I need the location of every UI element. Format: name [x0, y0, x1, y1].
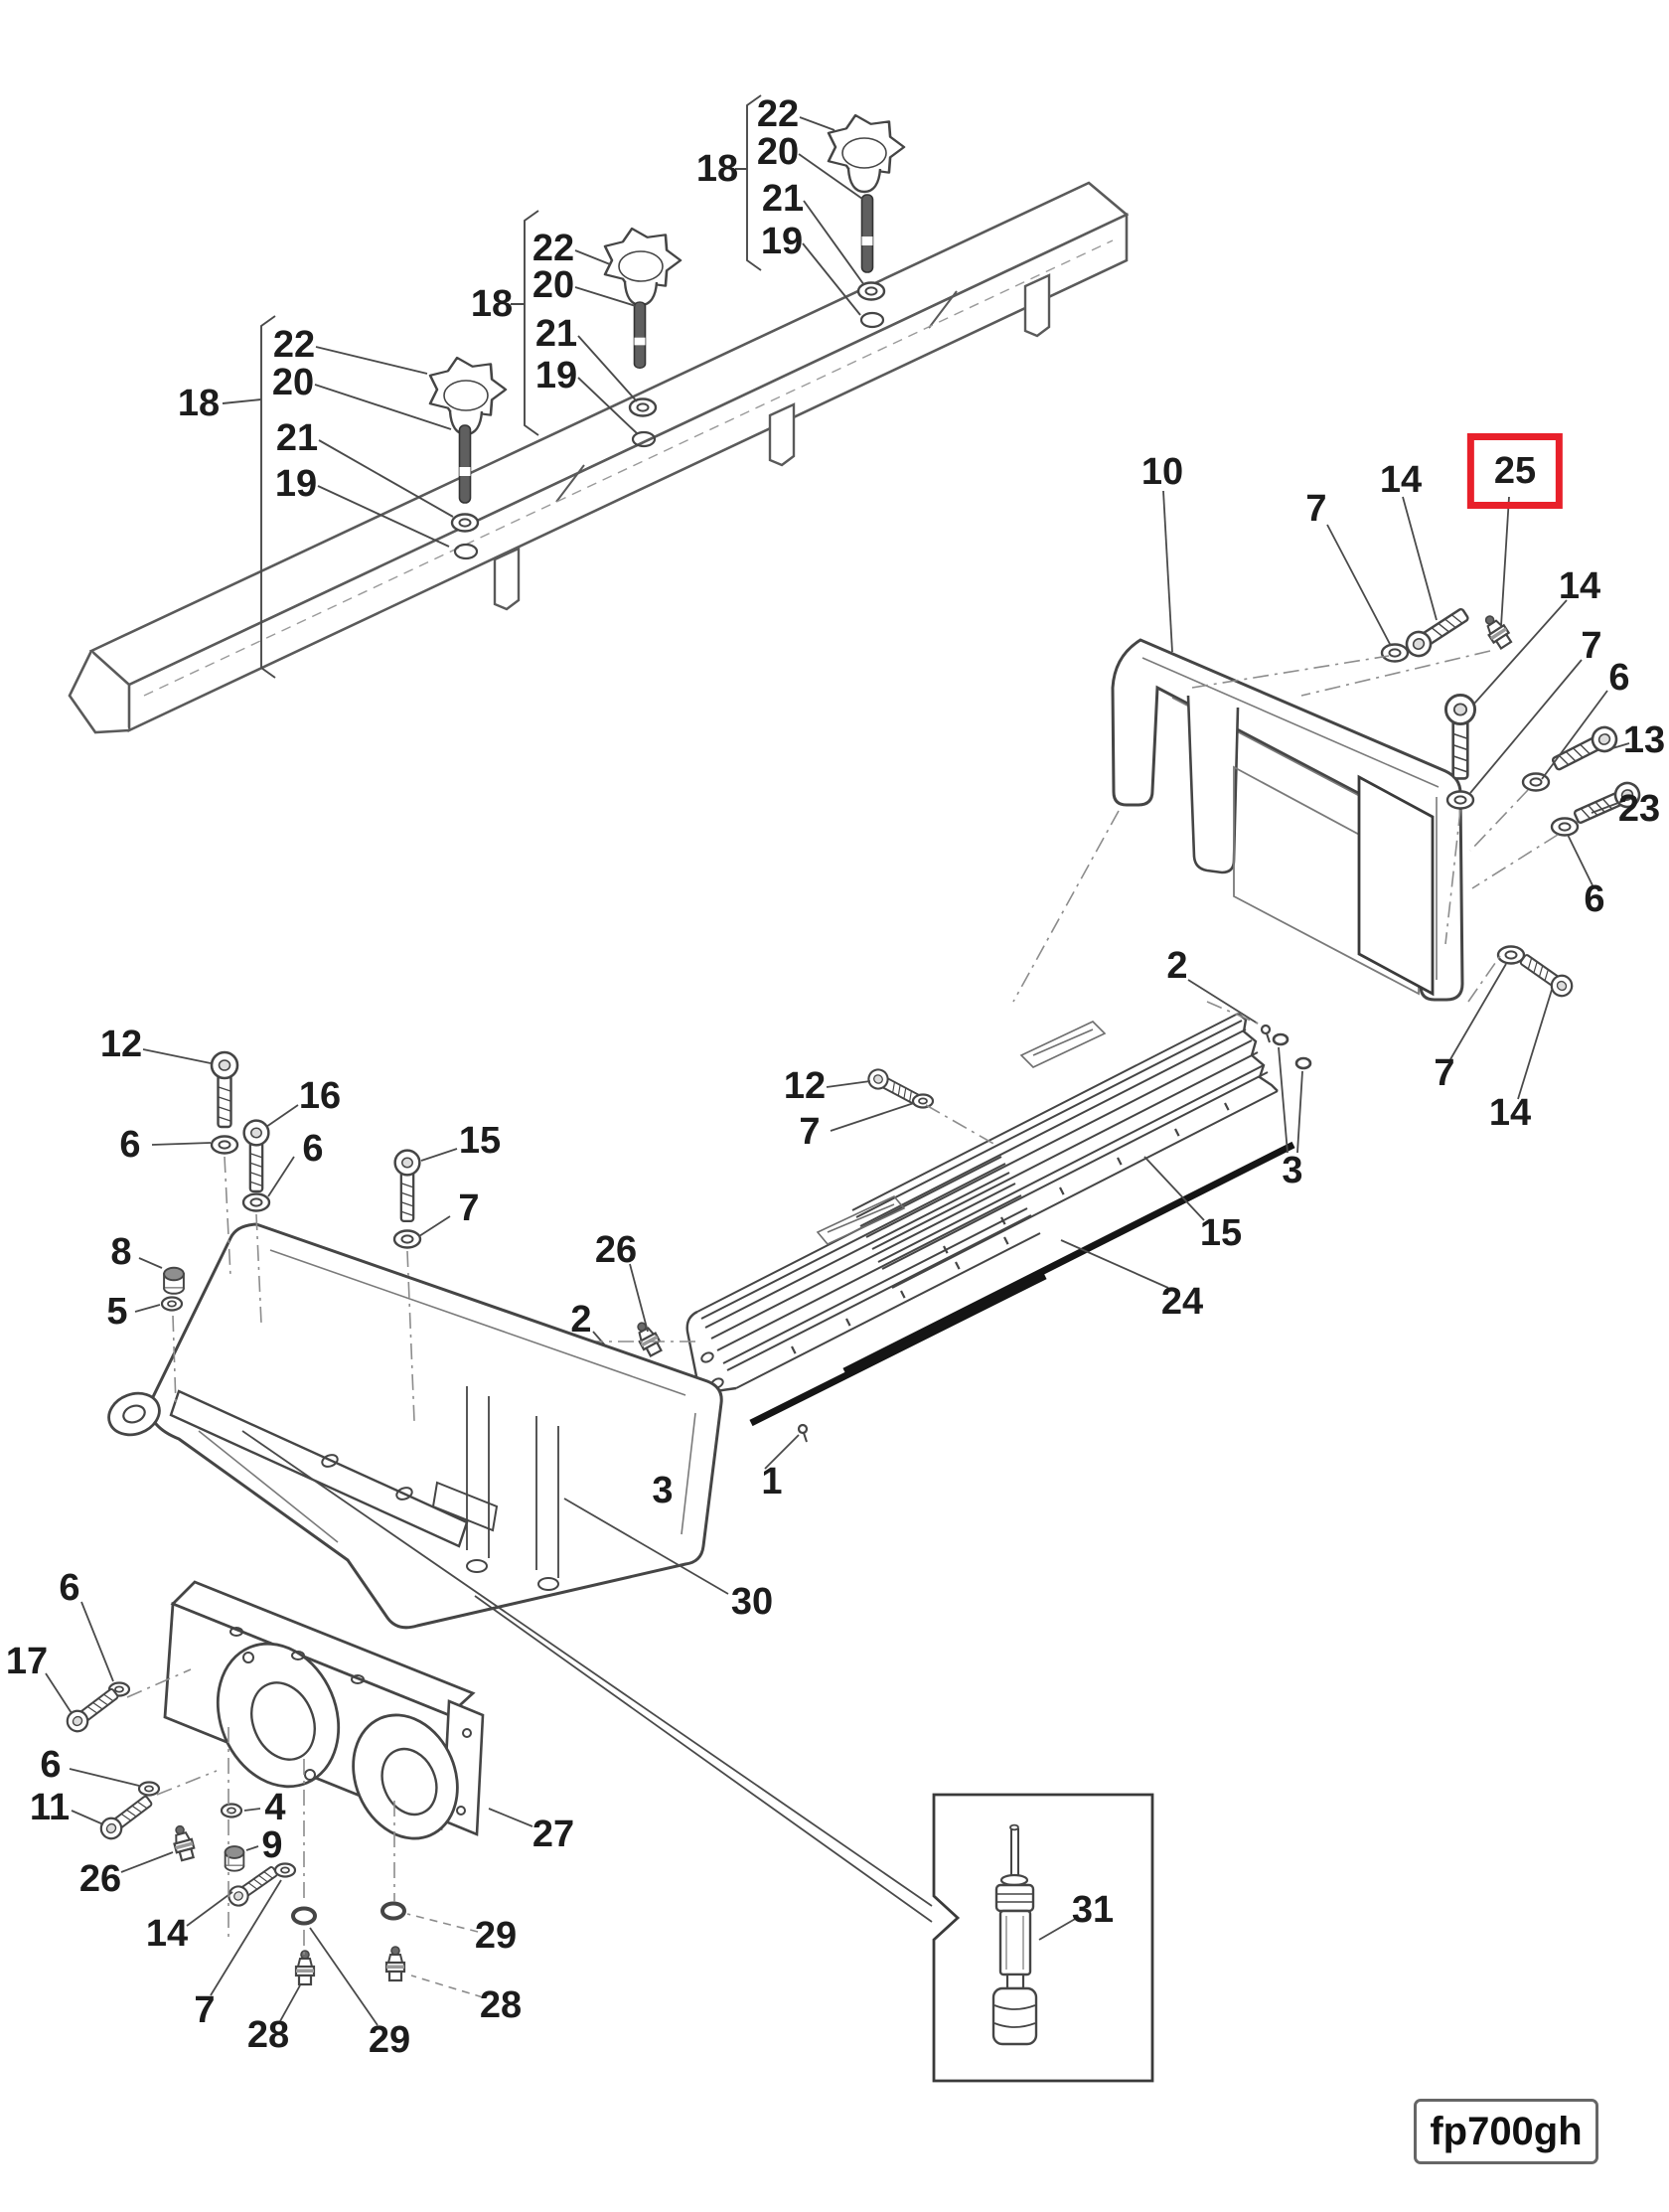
part-number-label: 18 — [695, 148, 739, 190]
part-number-label: 7 — [1305, 488, 1327, 530]
part-number-label: 19 — [534, 355, 578, 396]
inset-box-31 — [932, 1793, 1154, 2083]
part-number-label: 6 — [1608, 657, 1630, 699]
drawing-code-text: fp700gh — [1430, 2110, 1583, 2153]
part-number-label: 13 — [1622, 719, 1666, 761]
part-number-label: 21 — [761, 178, 805, 220]
part-number-label: 15 — [1199, 1212, 1243, 1254]
part-number-label: 2 — [1166, 945, 1188, 987]
part-number-label: 16 — [298, 1075, 342, 1117]
knob-group-right — [827, 113, 906, 329]
part-number-label: 30 — [730, 1581, 774, 1623]
part-number-label: 21 — [534, 313, 578, 355]
part-number-label: 24 — [1160, 1281, 1204, 1323]
part-number-label: 18 — [470, 283, 514, 325]
part-number-label: 14 — [1558, 565, 1601, 607]
part-number-label: 7 — [799, 1111, 821, 1153]
part-number-label: 28 — [479, 1984, 523, 2026]
part-number-label: 1 — [761, 1461, 783, 1502]
part-number-label: 2 — [570, 1299, 592, 1341]
part-number-label: 18 — [177, 383, 221, 424]
frame-centerlines — [1012, 650, 1559, 1003]
part-number-label: 28 — [246, 2014, 290, 2056]
highlighted-part-label: 25 — [1466, 433, 1564, 509]
part-number-label: 20 — [271, 362, 315, 403]
knob-label-leaders — [222, 94, 865, 679]
part-number-label: 29 — [474, 1915, 518, 1957]
part-number-label: 12 — [99, 1024, 143, 1065]
part-number-label: 22 — [756, 93, 800, 135]
part-number-label: 11 — [29, 1787, 71, 1828]
gearbox-27 — [163, 1580, 485, 1840]
part-number-label: 7 — [1581, 625, 1602, 667]
part-number-label: 23 — [1617, 788, 1661, 830]
inset-leader-lines — [241, 1430, 933, 1923]
part-number-label: 19 — [274, 463, 318, 505]
part-number-label: 6 — [1584, 878, 1605, 920]
part-number-label: 14 — [1379, 459, 1423, 501]
part-number-label: 5 — [106, 1291, 128, 1333]
tank-centerlines — [172, 1156, 415, 1422]
part-number-label: 8 — [110, 1231, 132, 1273]
part-number-label: 19 — [760, 221, 804, 262]
part-number-label: 6 — [119, 1124, 141, 1166]
part-number-label: 26 — [594, 1229, 638, 1271]
tank-cover-30 — [107, 1222, 723, 1630]
part-number-label: 7 — [194, 1989, 216, 2031]
part-number-label: 15 — [458, 1120, 502, 1162]
part-number-label: 7 — [1434, 1052, 1455, 1094]
part-number-label: 3 — [1282, 1150, 1303, 1191]
part-number-label: 6 — [302, 1128, 324, 1170]
part-number-label: 27 — [531, 1814, 575, 1855]
part-number-label: 14 — [1488, 1092, 1532, 1134]
part-number-label: 14 — [145, 1913, 189, 1955]
drawing-code-badge: fp700gh — [1414, 2099, 1598, 2164]
frame-leader-lines — [1162, 490, 1635, 1100]
part-number-label: 7 — [458, 1187, 480, 1229]
tank-leader-lines — [134, 1048, 729, 1595]
part-number-label: 17 — [5, 1641, 49, 1682]
part-number-label: 22 — [531, 228, 575, 269]
gearbox-centerlines — [126, 1668, 484, 1998]
gearbox-leader-lines — [45, 1601, 533, 2026]
guard-frame-10 — [1111, 638, 1464, 1002]
part-number-label: 22 — [272, 324, 316, 366]
part-number-label: 9 — [261, 1824, 283, 1866]
part-number-label: 4 — [264, 1787, 286, 1828]
part-number-label: 20 — [531, 264, 575, 306]
part-number-label: 3 — [652, 1470, 674, 1511]
part-number-label: 6 — [59, 1567, 80, 1609]
part-number-label: 12 — [783, 1065, 827, 1107]
part-number-label: 21 — [275, 417, 319, 459]
part-number-label: 29 — [368, 2019, 411, 2061]
knob-group-left — [428, 356, 508, 560]
part-number-label: 6 — [40, 1744, 62, 1786]
part-number-label: 31 — [1071, 1889, 1115, 1931]
part-number-label: 10 — [1140, 451, 1184, 493]
part-number-label: 26 — [78, 1858, 122, 1900]
top-guard-assembly — [68, 181, 1130, 734]
part-number-label: 20 — [756, 131, 800, 173]
knob-group-middle — [603, 227, 683, 448]
